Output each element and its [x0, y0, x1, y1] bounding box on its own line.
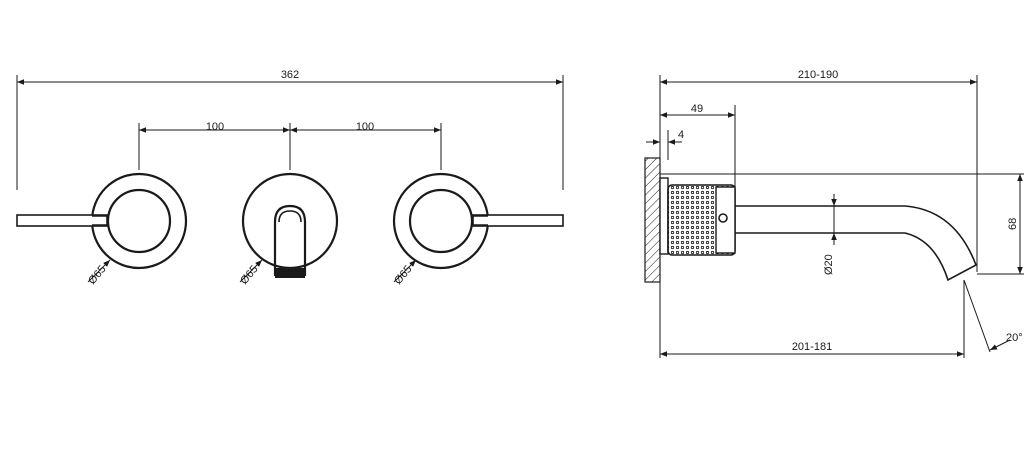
dimension-projection: 210-190	[660, 69, 977, 85]
right-handle: Ø65	[392, 172, 564, 287]
diameter-center-label: Ø65	[238, 263, 261, 287]
dimension-reach: 201-181	[660, 341, 964, 357]
diameter-right-label: Ø65	[392, 263, 415, 287]
reach-label: 201-181	[792, 341, 832, 353]
spout	[735, 205, 977, 282]
spout-diameter-label: Ø20	[823, 254, 835, 275]
dimension-height: 68	[1007, 174, 1023, 274]
projection-label: 210-190	[798, 69, 838, 81]
spacing-right-label: 100	[356, 121, 374, 133]
overall-width-label: 362	[281, 69, 299, 81]
dimension-plate-depth: 49	[660, 103, 735, 118]
plate-depth-label: 49	[691, 103, 703, 115]
side-view: 210-190 49 4 Ø20	[644, 69, 1024, 358]
plate-thickness-label: 4	[678, 129, 684, 141]
dimension-spacing: 100 100	[138, 121, 442, 170]
angle-label: 20°	[1006, 332, 1023, 344]
dimension-plate-thickness: 4	[646, 129, 684, 145]
rosette-plate	[659, 177, 669, 255]
height-label: 68	[1007, 218, 1019, 230]
dimension-angle: 20°	[963, 279, 1023, 353]
diameter-left-label: Ø65	[86, 263, 109, 287]
front-view: 362 100 100 Ø65 Ø65	[16, 69, 564, 287]
dimension-spout-diameter: Ø20	[823, 194, 837, 275]
wall-section	[644, 157, 661, 283]
dimension-overall-width: 362	[16, 69, 564, 190]
spacing-left-label: 100	[206, 121, 224, 133]
left-handle: Ø65	[16, 172, 188, 287]
center-spout: Ø65	[238, 172, 339, 287]
